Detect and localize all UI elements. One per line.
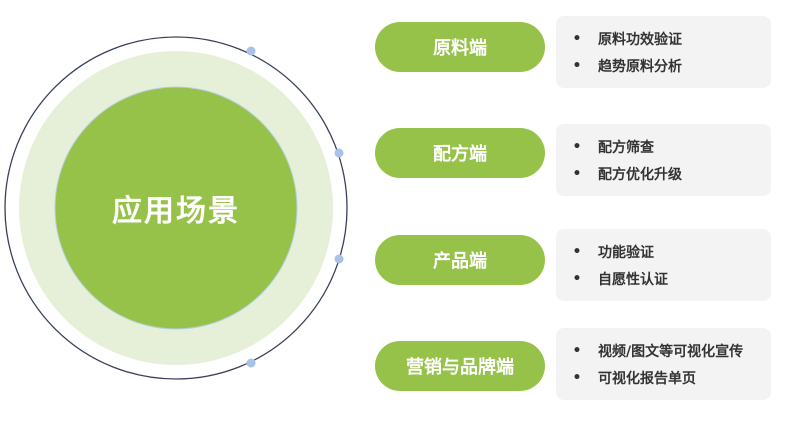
card-item-text: 配方筛查 [598, 139, 654, 156]
card-list-item: • 配方优化升级 [556, 160, 771, 187]
category-card-marketing-brand: • 视频/图文等可视化宣传 • 可视化报告单页 [556, 328, 771, 400]
category-pill-raw-materials: 原料端 [375, 22, 545, 72]
category-pill-marketing-brand: 营销与品牌端 [375, 341, 545, 391]
category-card-raw-materials: • 原料功效验证 • 趋势原料分析 [556, 16, 771, 88]
card-list-item: • 视频/图文等可视化宣传 [556, 337, 771, 364]
category-pill-formula: 配方端 [375, 128, 545, 178]
card-list-item: • 原料功效验证 [556, 25, 771, 52]
ring-node-dot-1 [246, 46, 256, 56]
card-list-item: • 可视化报告单页 [556, 364, 771, 391]
card-item-text: 功能验证 [598, 244, 654, 261]
card-item-text: 可视化报告单页 [598, 370, 696, 387]
bullet-icon: • [572, 165, 582, 182]
category-card-formula: • 配方筛查 • 配方优化升级 [556, 124, 771, 196]
category-pill-product: 产品端 [375, 235, 545, 285]
card-item-text: 自愿性认证 [598, 271, 668, 288]
bullet-icon: • [572, 138, 582, 155]
outer-ring [4, 36, 348, 380]
bullet-icon: • [572, 369, 582, 386]
bullet-icon: • [572, 270, 582, 287]
center-title: 应用场景 [112, 194, 240, 229]
card-list-item: • 自愿性认证 [556, 265, 771, 292]
ring-node-dot-4 [246, 358, 256, 368]
card-item-text: 视频/图文等可视化宣传 [598, 343, 744, 360]
bullet-icon: • [572, 243, 582, 260]
card-list-item: • 趋势原料分析 [556, 52, 771, 79]
card-list-item: • 功能验证 [556, 238, 771, 265]
bullet-icon: • [572, 342, 582, 359]
card-item-text: 趋势原料分析 [598, 58, 682, 75]
card-list-item: • 配方筛查 [556, 133, 771, 160]
bullet-icon: • [572, 57, 582, 74]
card-item-text: 原料功效验证 [598, 31, 682, 48]
card-item-text: 配方优化升级 [598, 166, 682, 183]
center-circle [54, 86, 298, 330]
ring-node-dot-2 [334, 148, 344, 158]
category-card-product: • 功能验证 • 自愿性认证 [556, 229, 771, 301]
bullet-icon: • [572, 30, 582, 47]
ring-node-dot-3 [334, 254, 344, 264]
center-ring-graphic [4, 36, 348, 380]
